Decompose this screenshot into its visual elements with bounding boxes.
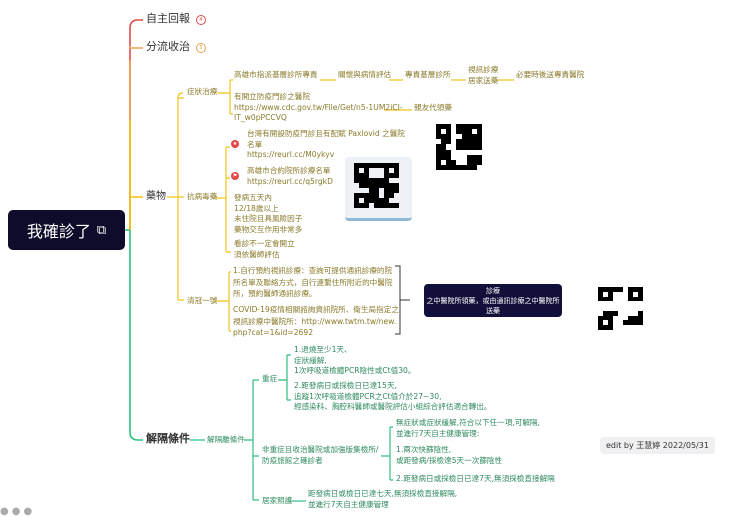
line: 發病五天內 bbox=[234, 193, 272, 202]
node[interactable]: 距發病日或檢日已達七天,無須採檢直接解隔, 並進行7天自主健康管理 bbox=[308, 489, 457, 510]
line: 看診不一定會開立 bbox=[234, 239, 295, 248]
line: 無症狀或症狀緩解,符合以下任一項,可解隔, bbox=[396, 418, 540, 427]
node[interactable]: 視訊診療 居家送藥 bbox=[468, 65, 498, 86]
line: 有開立防疫門診之醫院 bbox=[234, 92, 310, 101]
node[interactable]: 專責基層診所 bbox=[405, 70, 451, 79]
link[interactable]: IT_w0pPCCVQ bbox=[234, 113, 287, 122]
star-icon: ★ bbox=[231, 140, 239, 148]
line: 非重症且收治醫院或加強版集檢所/ bbox=[262, 445, 379, 454]
node[interactable]: 關懷與病情評估 bbox=[338, 70, 392, 79]
node[interactable]: 高雄市指派基層診所專責 bbox=[234, 70, 318, 79]
line: 2.診療後之領藥/取藥方式：委託親友至通訊診療 bbox=[425, 276, 561, 295]
line: 高雄市合約院所診療名單 bbox=[247, 166, 331, 175]
qr-code-image bbox=[436, 124, 482, 170]
node-medicine[interactable]: 藥物 bbox=[146, 191, 166, 202]
link[interactable]: 視訊診療中醫院所：http://www.twtm.tw/new. bbox=[233, 316, 397, 326]
line: 台灣有開設防疫門診且有配賦 Paxlovid 之醫院 bbox=[247, 129, 405, 138]
line: 未住院且具風險因子 bbox=[234, 214, 303, 223]
node-triage[interactable]: 分流收治 bbox=[146, 40, 190, 53]
node[interactable]: 親友代領藥 bbox=[414, 103, 452, 112]
root-label: 我確診了 bbox=[26, 222, 91, 241]
edit-note: edit by 王慧婷 2022/05/31 bbox=[600, 437, 715, 454]
qr-code-image bbox=[354, 163, 399, 208]
node[interactable]: COVID-19疫情相關諮詢資訊院所、衛生局指定之 視訊診療中醫院所：http:… bbox=[233, 304, 399, 339]
line: 至個案住所。 bbox=[472, 316, 514, 325]
line: 或距發病/採檢達5天一次篩陰性 bbox=[396, 455, 503, 465]
line: 防疫旅館之確診者 bbox=[262, 455, 323, 465]
flag-icon: ⚑ bbox=[231, 172, 239, 180]
line: 所，預約醫師通訊診療。 bbox=[233, 289, 317, 298]
line: 須依醫師評估 bbox=[234, 249, 280, 259]
node-severe[interactable]: 重症 bbox=[262, 374, 278, 383]
line: 追蹤1次呼吸道檢體PCR之Ct值介於27~30, bbox=[294, 391, 442, 401]
line: 12/18歲以上 bbox=[234, 203, 279, 213]
line: COVID-19疫情相關諮詢資訊院所、衛生局指定之 bbox=[233, 305, 399, 314]
node-symptom-treatment[interactable]: 症狀治療 bbox=[187, 87, 218, 96]
link[interactable]: https://reurl.cc/M0ykyv bbox=[247, 150, 335, 159]
summary-node[interactable]: 2.診療後之領藥/取藥方式：委託親友至通訊診療 之中醫院所領藥，或由通訊診療之中… bbox=[424, 277, 562, 325]
node[interactable]: 發病五天內 12/18歲以上 未住院且具風險因子 藥物交互作用非常多 bbox=[234, 193, 302, 235]
line: 所名單及聯絡方式，自行連繫住所附近的中醫院 bbox=[233, 277, 393, 287]
node-release-sub[interactable]: 解隔離條件 bbox=[207, 435, 245, 444]
node[interactable]: 1.自行預約視訊診療：查詢可提供通訊診療的院 所名單及聯絡方式，自行連繫住所附近… bbox=[233, 265, 392, 300]
node-qingguan[interactable]: 清冠一號 bbox=[187, 296, 218, 305]
line: 並進行7天自主健康管理 bbox=[308, 499, 389, 509]
line: 1.自行預約視訊診療：查詢可提供通訊診療的院 bbox=[233, 266, 393, 275]
node[interactable]: 2.距發病日或採檢日已達15天, 追蹤1次呼吸道檢體PCR之Ct值介於27~30… bbox=[294, 381, 491, 413]
node[interactable]: 1.退燒至少1天、 症狀緩解, 1次呼吸道檢體PCR陰性或Ct值30。 bbox=[294, 345, 415, 377]
line: 經感染科、胸腔科醫師或醫院評估小組綜合評估適合轉出。 bbox=[294, 402, 492, 411]
image-card bbox=[345, 157, 412, 221]
node[interactable]: 有開立防疫門診之醫院 https://www.cdc.gov.tw/File/G… bbox=[234, 92, 403, 124]
line: 並進行7天自主健康管理: bbox=[396, 428, 480, 438]
node[interactable]: 高雄市合約院所診療名單 https://reurl.cc/q5rgkD bbox=[247, 166, 333, 187]
node-release[interactable]: 解隔條件 bbox=[146, 432, 190, 445]
line: 1.退燒至少1天、 bbox=[294, 345, 352, 354]
link-icon[interactable]: ⧉ bbox=[96, 222, 107, 238]
link[interactable]: php?cat=1&id=2692 bbox=[233, 328, 314, 337]
line: 藥物交互作用非常多 bbox=[234, 224, 303, 234]
node-home-care[interactable]: 居家照護 bbox=[262, 496, 293, 505]
link[interactable]: https://reurl.cc/q5rgkD bbox=[247, 176, 333, 186]
line: 距發病日或檢日已達七天,無須採檢直接解隔, bbox=[308, 489, 458, 498]
line: 居家送藥 bbox=[468, 75, 499, 85]
qr-code-image bbox=[598, 287, 643, 330]
line: 名單 bbox=[247, 139, 263, 149]
node[interactable]: 1.兩次快篩陰性, 或距發病/採檢達5天一次篩陰性 bbox=[396, 445, 502, 466]
line: 2.距發病日或採檢日已達15天, bbox=[294, 381, 397, 390]
node[interactable]: 必要時後送專責醫院 bbox=[516, 70, 585, 79]
node[interactable]: 台灣有開設防疫門診且有配賦 Paxlovid 之醫院 名單 https://re… bbox=[247, 129, 405, 161]
link[interactable]: https://www.cdc.gov.tw/File/Get/n5-1UM2i… bbox=[234, 102, 403, 112]
node-non-severe[interactable]: 非重症且收治醫院或加強版集檢所/ 防疫旅館之確診者 bbox=[262, 445, 378, 466]
node[interactable]: 看診不一定會開立 須依醫師評估 bbox=[234, 239, 295, 260]
line: 視訊診療 bbox=[468, 65, 499, 74]
node[interactable]: 無症狀或症狀緩解,符合以下任一項,可解隔, 並進行7天自主健康管理: bbox=[396, 418, 540, 439]
node-self-report[interactable]: 自主回報 bbox=[146, 12, 190, 25]
page-dots: ●●● bbox=[0, 506, 36, 517]
line: 1次呼吸道檢體PCR陰性或Ct值30。 bbox=[294, 366, 416, 375]
topic-count-badge[interactable]: 4 bbox=[196, 15, 206, 25]
topic-count-badge[interactable]: 5 bbox=[196, 43, 206, 53]
node-antiviral[interactable]: 抗病毒藥 bbox=[187, 192, 218, 201]
root-node[interactable]: 我確診了 ⧉ bbox=[8, 210, 125, 250]
line: 之中醫院所領藥，或由通訊診療之中醫院所送藥 bbox=[426, 296, 560, 315]
node[interactable]: 2.距發病日或採檢日已達7天,無須採檢直接解隔 bbox=[396, 474, 555, 483]
line: 1.兩次快篩陰性, bbox=[396, 445, 452, 454]
line: 症狀緩解, bbox=[294, 355, 327, 365]
